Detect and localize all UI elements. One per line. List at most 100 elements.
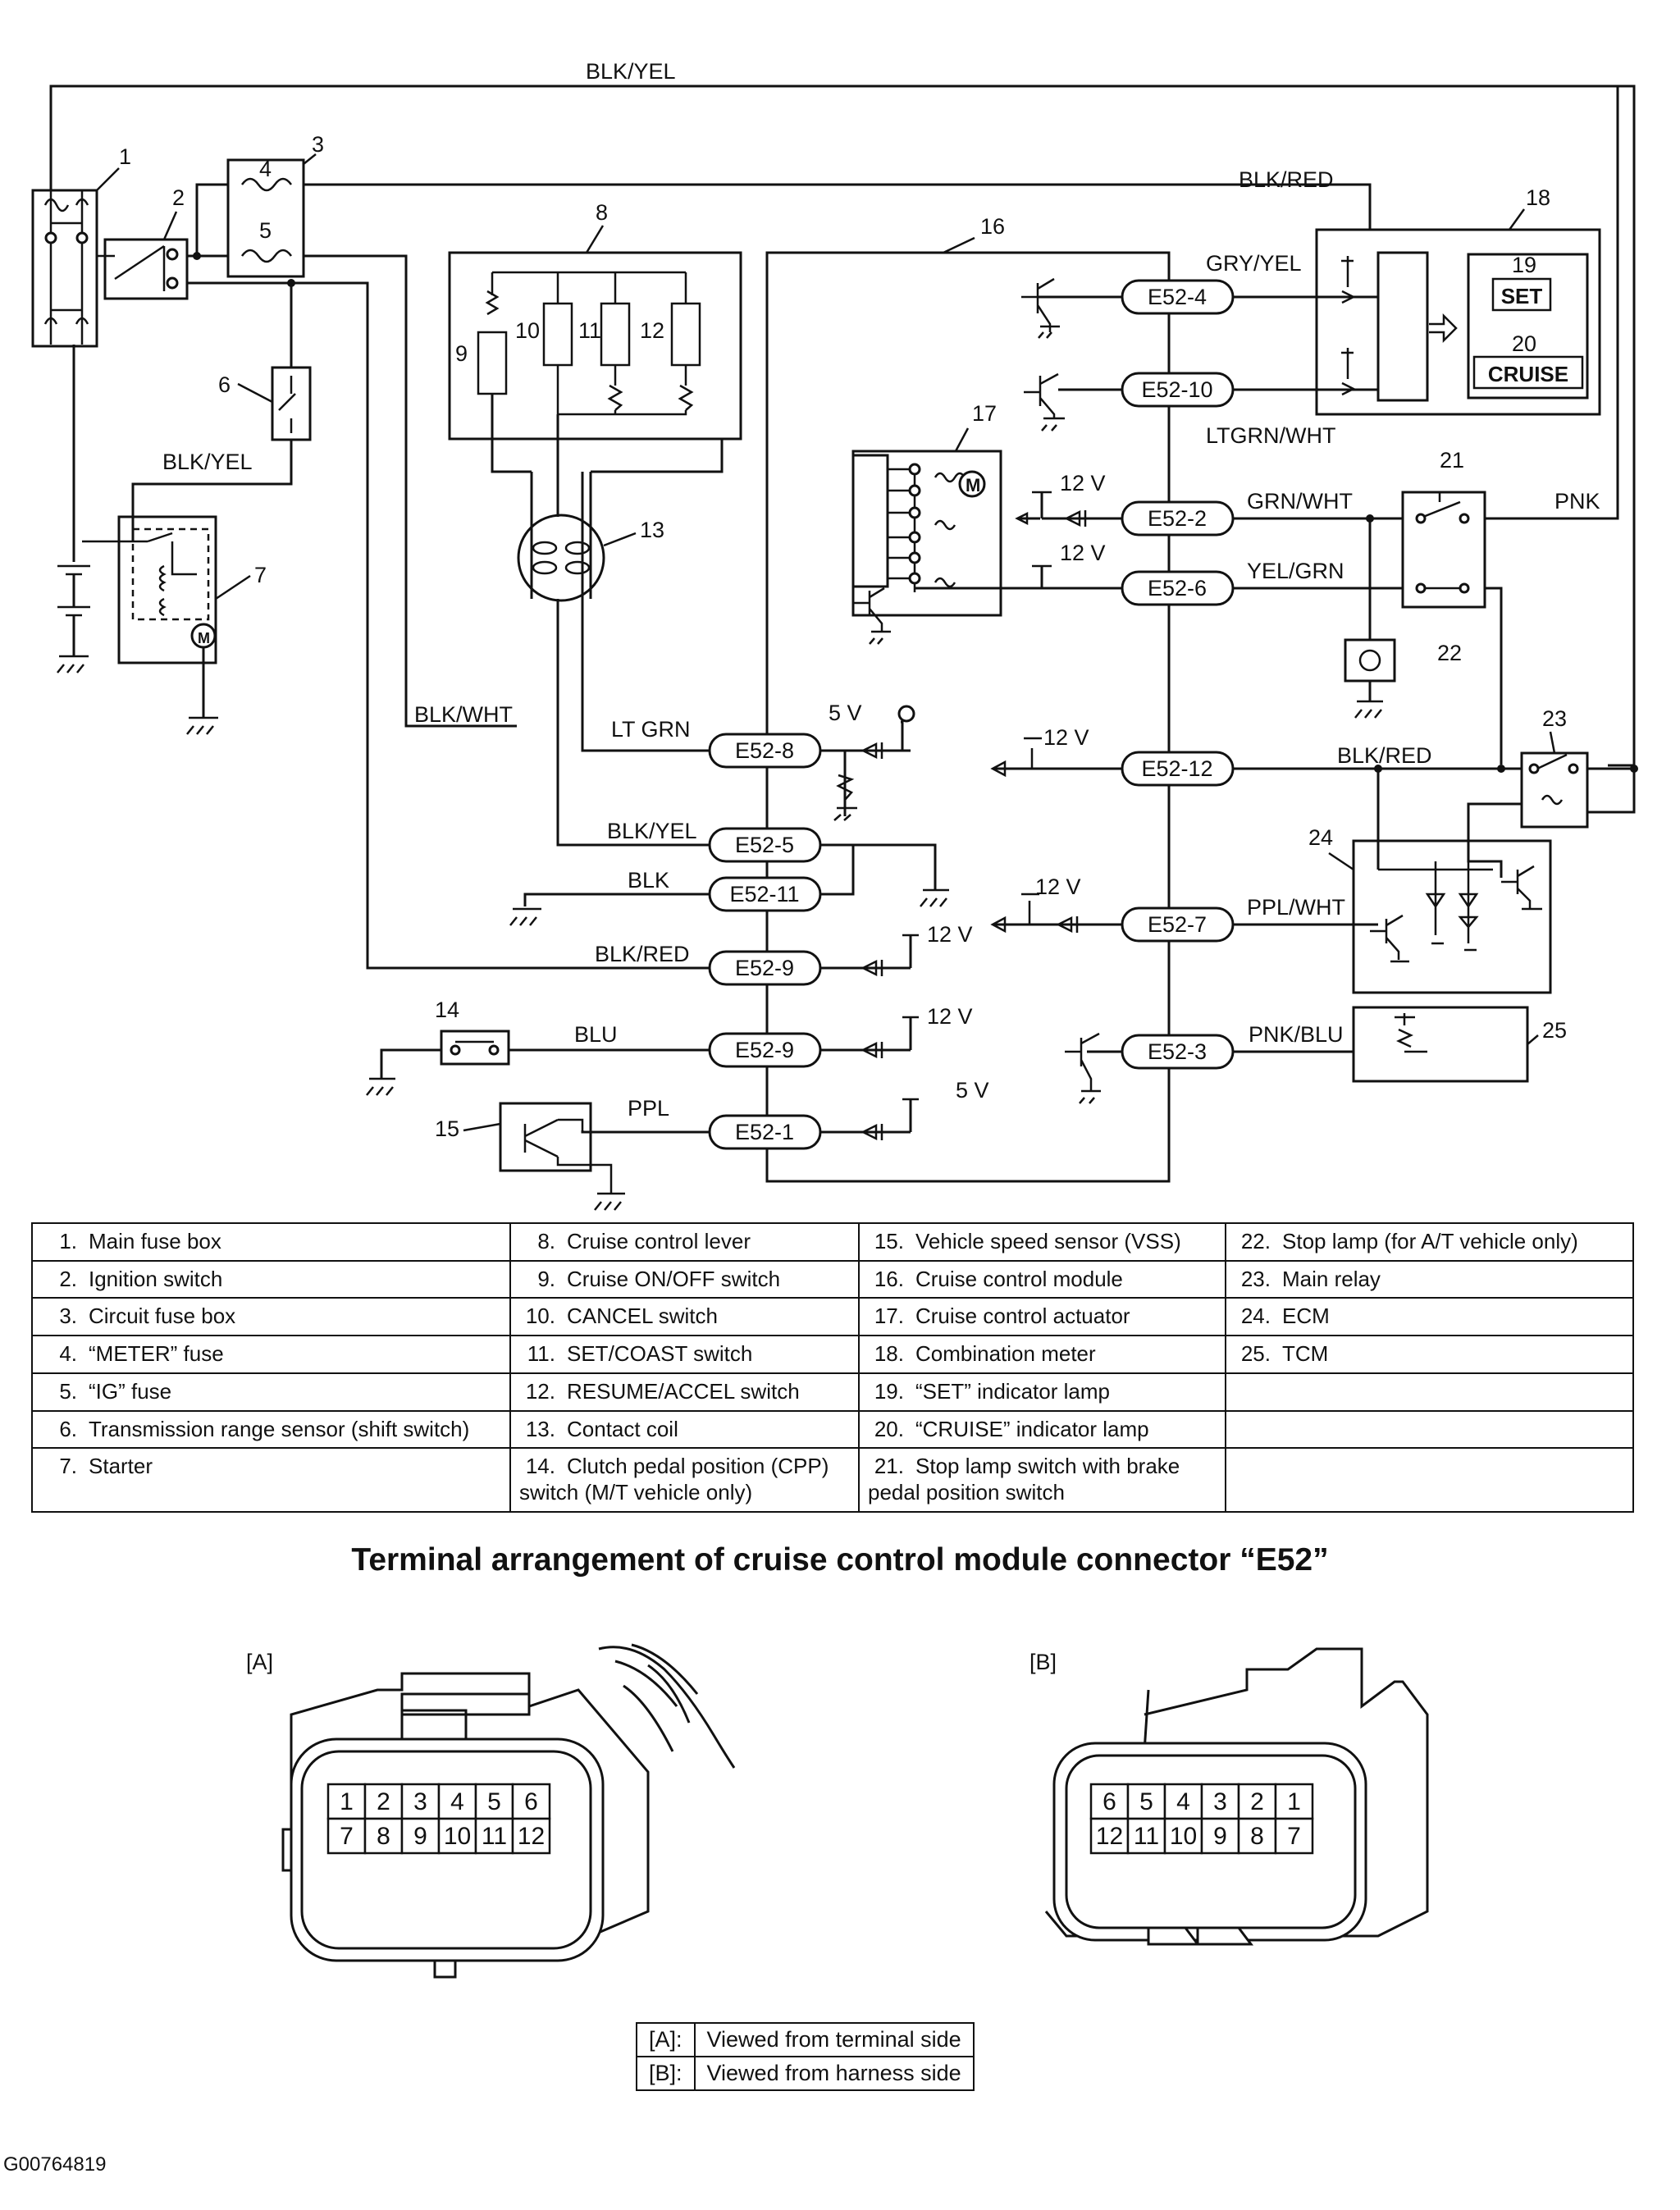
terminal-cell: 10 bbox=[437, 1817, 477, 1855]
stop-lamp bbox=[1344, 638, 1396, 683]
num-25: 25 bbox=[1542, 1018, 1567, 1043]
legend-text: Cruise control module bbox=[915, 1266, 1123, 1291]
legend-text: “METER” fuse bbox=[89, 1341, 224, 1367]
terminal-number: 3 bbox=[413, 1788, 427, 1815]
legend-text: “IG” fuse bbox=[89, 1378, 172, 1404]
legend-number: 4. bbox=[59, 1341, 77, 1367]
terminal-cell: 5 bbox=[474, 1783, 514, 1820]
legend-cell: 5. “IG” fuse bbox=[31, 1372, 511, 1412]
terminal-cell: 4 bbox=[1163, 1783, 1203, 1820]
circuit-fuse-box bbox=[226, 158, 305, 278]
terminal-number: 8 bbox=[377, 1823, 390, 1850]
wire-blk-yel-top bbox=[49, 84, 1636, 767]
label-pnk: PNK bbox=[1554, 489, 1600, 514]
cancel-switch bbox=[542, 302, 573, 367]
terminal-cell: 2 bbox=[1237, 1783, 1277, 1820]
legend-number: 10. bbox=[525, 1304, 555, 1329]
pin-e52-8: E52-8 bbox=[708, 733, 822, 769]
legend-number: 23. bbox=[1240, 1266, 1271, 1291]
cruise-indicator-lamp bbox=[1472, 355, 1584, 390]
legend-number: 24. bbox=[1240, 1304, 1271, 1329]
terminal-number: 2 bbox=[1250, 1788, 1264, 1815]
label-gry-yel: GRY/YEL bbox=[1206, 251, 1302, 276]
wire-blk-wht bbox=[304, 254, 517, 728]
wire-ppl bbox=[581, 1130, 710, 1134]
wiring-diagram: BLK/YEL 1 2 3 4 5 BLK/RED BLK/WHT 6 BLK/… bbox=[31, 59, 1638, 1211]
legend-text: TCM bbox=[1282, 1341, 1329, 1367]
svg-text:M: M bbox=[966, 475, 980, 495]
num-14: 14 bbox=[435, 998, 459, 1022]
terminal-number: 2 bbox=[377, 1788, 390, 1815]
legend-number: 9. bbox=[537, 1266, 555, 1291]
view-b-label: [B] bbox=[1029, 1650, 1057, 1674]
legend-text: Cruise control actuator bbox=[915, 1304, 1130, 1329]
legend-number: 17. bbox=[874, 1304, 904, 1329]
label-blk-wht: BLK/WHT bbox=[414, 702, 513, 727]
num-2: 2 bbox=[172, 185, 185, 210]
ground-cpp bbox=[366, 1077, 395, 1096]
num-7: 7 bbox=[254, 563, 267, 587]
view-notes-table: [A]: Viewed from terminal side [B]: View… bbox=[636, 2022, 975, 2091]
set-coast-switch bbox=[600, 302, 631, 367]
legend-row: 6.Transmission range sensor (shift switc… bbox=[31, 1409, 1634, 1450]
cruise-control-lever bbox=[448, 251, 742, 441]
terminal-number: 5 bbox=[487, 1788, 501, 1815]
legend-number: 11. bbox=[527, 1341, 555, 1367]
svg-text:E52-5: E52-5 bbox=[735, 833, 794, 857]
label-blu: BLU bbox=[574, 1022, 618, 1047]
label-pnk-blu: PNK/BLU bbox=[1249, 1022, 1344, 1047]
main-fuse-box bbox=[31, 189, 98, 348]
volt-e52-1: 5 V bbox=[956, 1078, 989, 1103]
legend-number: 21. bbox=[874, 1454, 904, 1479]
num-18: 18 bbox=[1526, 185, 1550, 210]
view-note-row: [B]: Viewed from harness side bbox=[636, 2056, 975, 2091]
volt-act-top: 12 V bbox=[1060, 471, 1106, 495]
legend-cell: 11.SET/COAST switch bbox=[509, 1335, 860, 1374]
label-yel-grn: YEL/GRN bbox=[1247, 559, 1344, 583]
legend-cell: 18.Combination meter bbox=[858, 1335, 1226, 1374]
legend-number: 20. bbox=[874, 1416, 904, 1441]
legend-number: 5. bbox=[59, 1378, 77, 1404]
svg-text:CRUISE: CRUISE bbox=[1488, 362, 1568, 386]
terminal-number: 6 bbox=[524, 1788, 538, 1815]
terminal-cell: 6 bbox=[1089, 1783, 1130, 1820]
legend-cell: 21.Stop lamp switch with brake pedal pos… bbox=[858, 1447, 1226, 1513]
connector-section-title: Terminal arrangement of cruise control m… bbox=[351, 1542, 1329, 1578]
ground-e52-5 bbox=[920, 888, 949, 907]
legend-number: 25. bbox=[1240, 1341, 1271, 1367]
legend-text: Stop lamp switch with brake pedal positi… bbox=[868, 1454, 1180, 1505]
legend-cell: 16.Cruise control module bbox=[858, 1259, 1226, 1299]
legend-number: 7. bbox=[59, 1454, 77, 1479]
legend-text: “CRUISE” indicator lamp bbox=[915, 1416, 1149, 1441]
num-19: 19 bbox=[1512, 253, 1536, 277]
terminal-cell: 1 bbox=[326, 1783, 367, 1820]
legend-number: 6. bbox=[59, 1416, 77, 1441]
legend-cell: 17. Cruise control actuator bbox=[858, 1297, 1226, 1337]
legend-text: Starter bbox=[89, 1454, 153, 1479]
terminal-cell: 3 bbox=[1200, 1783, 1240, 1820]
legend-text: ECM bbox=[1282, 1304, 1330, 1329]
label-blk: BLK bbox=[628, 868, 669, 893]
starter bbox=[117, 515, 217, 664]
legend-text: “SET” indicator lamp bbox=[915, 1378, 1110, 1404]
terminal-number: 4 bbox=[450, 1788, 464, 1815]
legend-cell: 15.Vehicle speed sensor (VSS) bbox=[858, 1222, 1226, 1262]
legend-text: Combination meter bbox=[915, 1341, 1096, 1367]
label-lt-grn: LT GRN bbox=[611, 717, 691, 742]
pin-e52-5: E52-5 bbox=[708, 827, 822, 863]
terminal-cell: 11 bbox=[1126, 1817, 1166, 1855]
pin-e52-2: E52-2 bbox=[1121, 500, 1235, 537]
legend-cell: 7. Starter bbox=[31, 1447, 511, 1513]
ground-vss bbox=[594, 1192, 625, 1211]
pin-e52-1: E52-1 bbox=[708, 1114, 822, 1150]
terminal-number: 10 bbox=[444, 1823, 471, 1850]
label-grn-wht: GRN/WHT bbox=[1247, 489, 1353, 514]
terminal-number: 9 bbox=[1213, 1823, 1227, 1850]
legend-cell: 10.CANCEL switch bbox=[509, 1297, 860, 1337]
legend-cell: 6.Transmission range sensor (shift switc… bbox=[31, 1409, 511, 1450]
